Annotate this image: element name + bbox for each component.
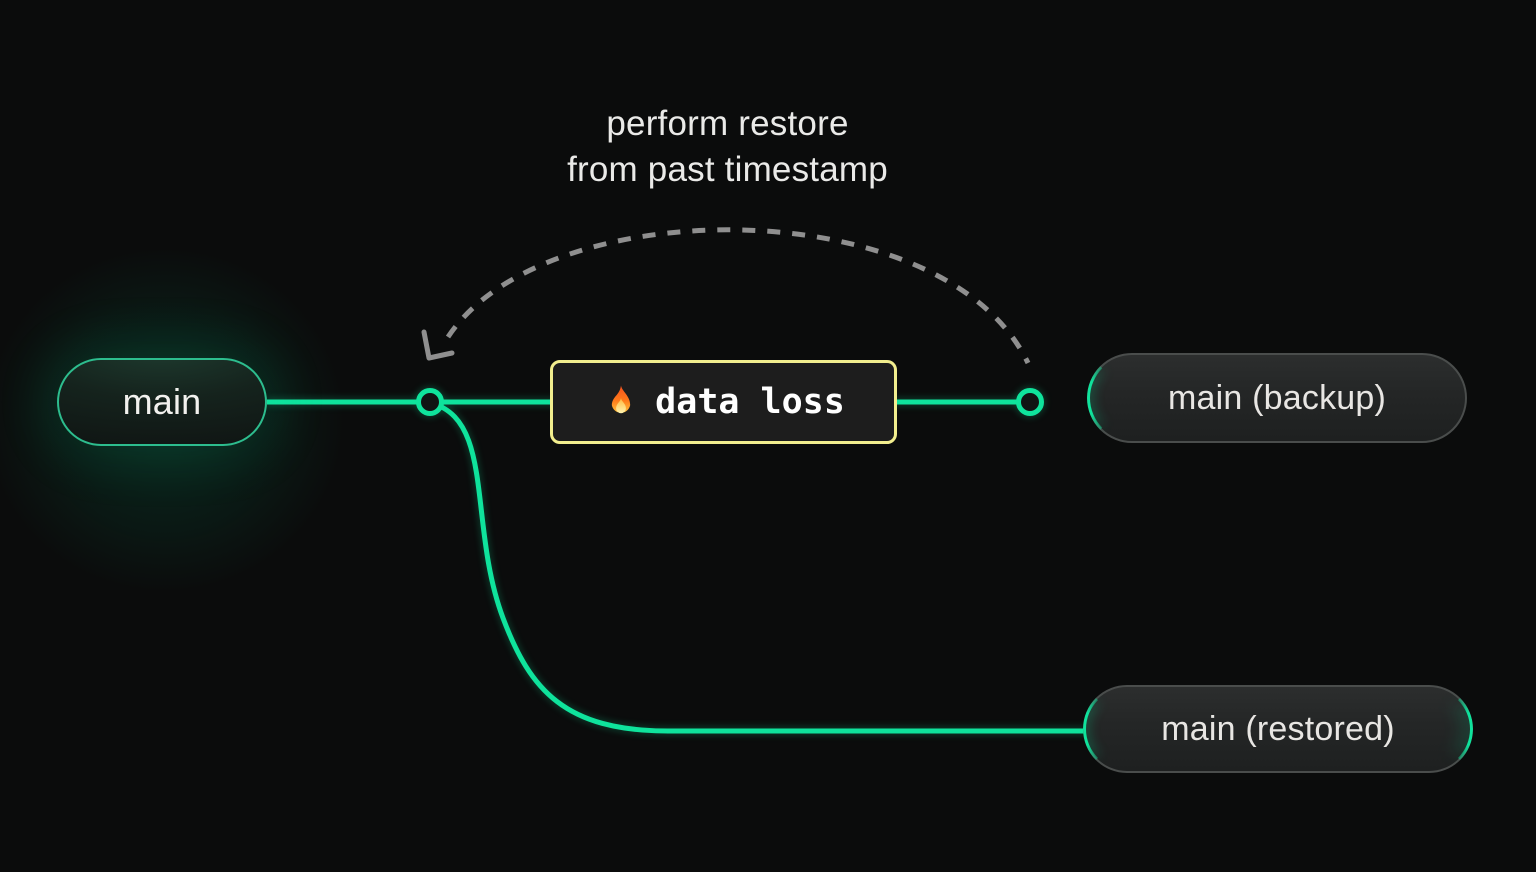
node-main: main <box>57 358 267 446</box>
fire-icon <box>611 385 631 414</box>
restore-arc <box>445 227 1031 365</box>
restore-caption: perform restore from past timestamp <box>440 101 1015 193</box>
node-main-restored: main (restored) <box>1083 685 1473 773</box>
restore-arc-arrowhead <box>421 329 455 361</box>
restore-caption-line2: from past timestamp <box>567 150 888 189</box>
node-main-label: main <box>122 381 202 422</box>
node-restored-label: main (restored) <box>1161 709 1395 748</box>
data-loss-label: data loss <box>655 382 845 422</box>
node-backup-label: main (backup) <box>1167 378 1387 417</box>
branch-point-left <box>416 388 444 416</box>
data-loss-box: data loss <box>550 360 897 444</box>
node-main-backup: main (backup) <box>1087 353 1467 443</box>
restore-caption-line1: perform restore <box>606 104 849 143</box>
branch-point-right <box>1016 388 1044 416</box>
restore-branch-line <box>430 400 1090 734</box>
